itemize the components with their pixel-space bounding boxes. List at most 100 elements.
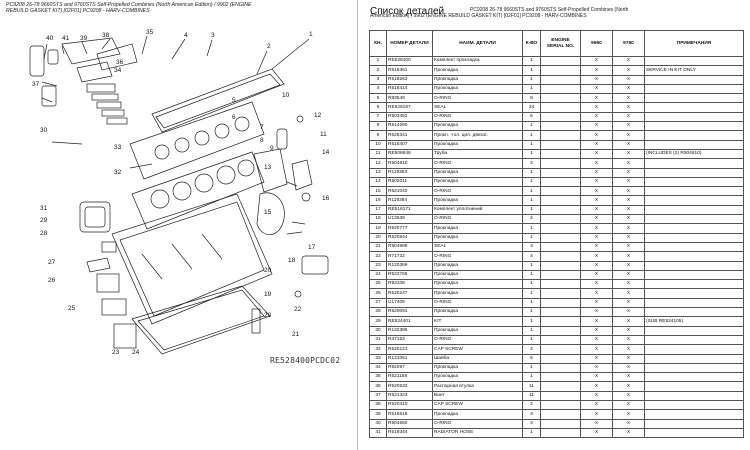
cell-part-number[interactable]: R518263 bbox=[386, 74, 433, 85]
cell-part-number[interactable]: R519344 bbox=[386, 427, 433, 439]
cell-part-number[interactable]: R520777 bbox=[386, 223, 433, 234]
cell-part-number[interactable]: R93108 bbox=[386, 279, 433, 290]
cell-part-number[interactable]: R120369 bbox=[386, 260, 433, 271]
cell-part-number[interactable]: RE529187 bbox=[386, 102, 433, 113]
cell-part-number[interactable]: R525341 bbox=[386, 130, 433, 141]
cell-part-number[interactable]: R514260 bbox=[386, 121, 433, 132]
cell-part-number[interactable]: R519361 bbox=[386, 65, 433, 76]
cell-quantity: 1 bbox=[522, 121, 541, 132]
cell-item-number: 3 bbox=[369, 74, 387, 85]
cell-part-number[interactable]: R520410 bbox=[386, 399, 433, 411]
cell-part-number[interactable]: R518414 bbox=[386, 83, 433, 95]
cell-part-number[interactable]: R521323 bbox=[386, 390, 433, 402]
engine-gasket-diagram[interactable]: 40 41 39 38 35 4 3 2 1 36 37 34 30 33 32… bbox=[2, 24, 352, 364]
cell-notes bbox=[644, 362, 744, 374]
cell-part-number[interactable]: R521040 bbox=[386, 186, 433, 197]
cell-engine-serial bbox=[540, 111, 581, 123]
cell-part-name: O-RING bbox=[432, 297, 523, 309]
cell-part-number[interactable]: U17409 bbox=[386, 297, 433, 309]
callout-40: 40 bbox=[46, 35, 54, 42]
cell-part-number[interactable]: R520632 bbox=[386, 381, 433, 392]
col-header-item: КН. bbox=[369, 30, 387, 57]
cell-part-number[interactable]: R503452 bbox=[386, 111, 433, 123]
cell-part-number[interactable]: R119384 bbox=[386, 195, 433, 206]
cell-fit-9660: X bbox=[580, 251, 613, 262]
cell-part-number[interactable]: RE508648 bbox=[386, 148, 433, 160]
cell-part-number[interactable]: R520247 bbox=[386, 288, 433, 299]
cell-part-number[interactable]: RE524401 bbox=[386, 316, 433, 327]
cell-part-number[interactable]: R504688 bbox=[386, 241, 433, 253]
cell-part-number[interactable]: R132396 bbox=[386, 325, 433, 336]
cell-part-number[interactable]: R47153 bbox=[386, 334, 433, 346]
cell-notes bbox=[644, 334, 744, 346]
cell-fit-9760: X bbox=[612, 176, 645, 188]
cell-part-number[interactable]: R83548 bbox=[386, 93, 433, 104]
cell-part-number[interactable]: RE528400 bbox=[386, 55, 433, 67]
cell-part-number[interactable]: R504810 bbox=[386, 158, 433, 169]
cell-part-number[interactable]: R515407 bbox=[386, 139, 433, 150]
cell-part-number[interactable]: U13639 bbox=[386, 214, 433, 225]
callout-37: 37 bbox=[32, 81, 40, 88]
cell-part-number[interactable]: R504650 bbox=[386, 418, 433, 429]
cell-quantity: 1 bbox=[522, 232, 541, 243]
cell-part-number[interactable]: RE516171 bbox=[386, 204, 433, 216]
cell-part-number[interactable]: R520091 bbox=[386, 306, 433, 318]
callout-23: 23 bbox=[112, 349, 120, 356]
cell-fit-9760: X bbox=[612, 204, 645, 216]
cell-part-name: Прокладка bbox=[432, 223, 523, 234]
cell-part-number[interactable]: R520121 bbox=[386, 344, 433, 355]
cell-part-number[interactable]: R521158 bbox=[386, 372, 433, 383]
cell-part-number[interactable]: R71732 bbox=[386, 251, 433, 262]
cell-part-number[interactable]: R92097 bbox=[386, 362, 433, 374]
cell-quantity: 1 bbox=[522, 65, 541, 76]
cell-part-number[interactable]: R131051 bbox=[386, 353, 433, 364]
cell-part-number[interactable]: R119383 bbox=[386, 167, 433, 178]
cell-part-number[interactable]: R502011 bbox=[386, 176, 433, 188]
cell-part-number[interactable]: R520844 bbox=[386, 232, 433, 243]
cell-part-number[interactable]: R518619 bbox=[386, 409, 433, 420]
cell-item-number: 10 bbox=[369, 139, 387, 150]
cell-part-number[interactable]: R522768 bbox=[386, 269, 433, 281]
